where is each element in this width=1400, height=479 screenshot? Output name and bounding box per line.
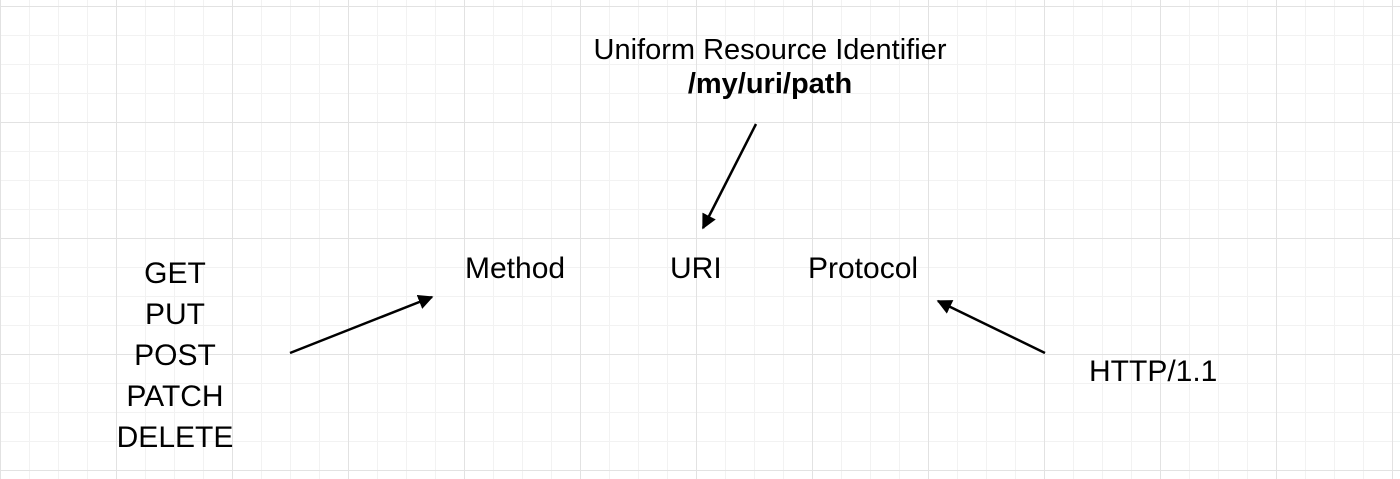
protocol-label: Protocol bbox=[808, 252, 919, 285]
arrow-uri-callout-to-uri bbox=[701, 123, 758, 230]
method-item-patch: PATCH bbox=[126, 380, 224, 413]
method-item-post: POST bbox=[134, 339, 216, 372]
uri-callout: Uniform Resource Identifier /my/uri/path bbox=[0, 33, 1400, 101]
method-label: Method bbox=[465, 252, 566, 285]
uri-callout-title: Uniform Resource Identifier bbox=[593, 34, 947, 66]
protocol-value: HTTP/1.1 bbox=[1089, 355, 1218, 388]
method-item-put: PUT bbox=[145, 298, 205, 331]
method-item-delete: DELETE bbox=[116, 421, 234, 454]
methods-list: GET PUT POST PATCH DELETE bbox=[95, 253, 255, 458]
uri-callout-example: /my/uri/path bbox=[687, 68, 853, 100]
method-item-get: GET bbox=[144, 257, 206, 290]
arrow-protocol-value-to-protocol bbox=[936, 299, 1046, 355]
uri-label: URI bbox=[670, 252, 722, 285]
arrow-methods-to-method bbox=[289, 294, 434, 355]
